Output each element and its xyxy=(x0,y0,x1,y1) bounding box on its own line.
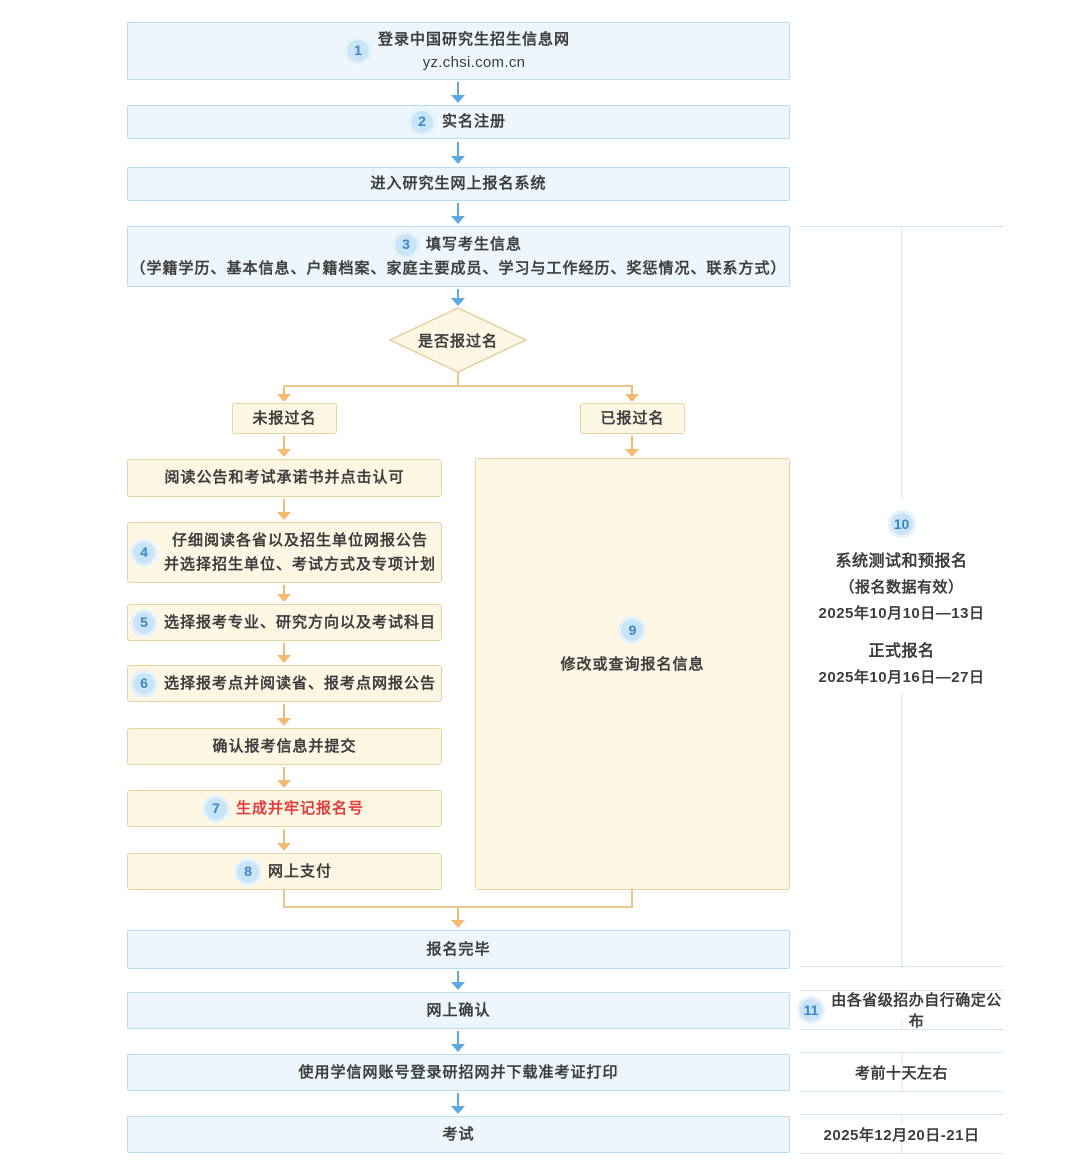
node-label: 阅读公告和考试承诺书并点击认可 xyxy=(164,469,405,487)
timeline-note-confirm: 11 由各省级招办自行确定公布 xyxy=(800,990,1003,1030)
phase-date: 2025年10月10日—13日 xyxy=(818,605,985,622)
node-label: 实名注册 xyxy=(441,113,506,131)
node-label: 修改或查询报名信息 xyxy=(560,656,705,674)
node-exam: 考试 xyxy=(127,1116,790,1153)
node-choose-major: 5 选择报考专业、研究方向以及考试科目 xyxy=(127,604,442,641)
arrow-down-icon xyxy=(277,767,291,788)
node-download-admission-ticket: 使用学信网账号登录研招网并下载准考证打印 xyxy=(127,1054,790,1091)
step-number-badge: 6 xyxy=(132,672,155,695)
branch-label: 已报过名 xyxy=(600,409,665,427)
arrow-down-icon xyxy=(277,386,291,402)
node-choose-exam-site: 6 选择报考点并阅读省、报考点网报公告 xyxy=(127,665,442,702)
node-label: 登录中国研究生招生信息网 xyxy=(377,30,570,48)
node-label: 进入研究生网上报名系统 xyxy=(370,175,547,193)
step-number-badge: 10 xyxy=(890,513,913,535)
timeline-note-ticket: 考前十天左右 xyxy=(800,1052,1003,1092)
arrow-down-icon xyxy=(277,829,291,851)
connector-line xyxy=(284,385,633,387)
node-fill-info: 3 填写考生信息 （学籍学历、基本信息、户籍档案、家庭主要成员、学习与工作经历、… xyxy=(127,226,790,287)
phase-title: 正式报名 xyxy=(868,643,935,660)
arrow-down-icon xyxy=(451,142,465,164)
branch-label: 未报过名 xyxy=(252,409,317,427)
connector-line xyxy=(283,906,633,908)
phase-note: （报名数据有效） xyxy=(839,579,964,596)
node-label-line2: 并选择招生单位、考试方式及专项计划 xyxy=(163,555,436,573)
arrow-down-icon xyxy=(277,643,291,663)
node-label-highlight: 生成并牢记报名号 xyxy=(235,799,364,817)
arrow-down-icon xyxy=(451,1093,465,1114)
step-number-badge: 7 xyxy=(204,797,227,820)
connector-line xyxy=(457,372,459,386)
note-text: 考前十天左右 xyxy=(854,1064,948,1082)
node-label: 选择报考专业、研究方向以及考试科目 xyxy=(163,613,436,631)
node-generate-number: 7 生成并牢记报名号 xyxy=(127,790,442,827)
connector-line xyxy=(631,889,633,908)
step-number-badge: 1 xyxy=(346,40,369,62)
step-number-badge: 4 xyxy=(132,541,155,564)
note-text: 由各省级招办自行确定公布 xyxy=(831,992,1002,1030)
node-login-site: 1 登录中国研究生招生信息网 yz.chsi.com.cn xyxy=(127,22,790,80)
arrow-down-icon xyxy=(277,585,291,602)
arrow-down-icon xyxy=(451,908,465,928)
node-online-payment: 8 网上支付 xyxy=(127,853,442,890)
node-label: 使用学信网账号登录研招网并下载准考证打印 xyxy=(298,1063,619,1081)
arrow-down-icon xyxy=(451,1031,465,1052)
node-modify-query-info: 9 修改或查询报名信息 xyxy=(475,458,790,890)
node-online-confirm: 网上确认 xyxy=(127,992,790,1029)
connector-line xyxy=(283,889,285,908)
arrow-down-icon xyxy=(625,436,639,457)
timeline-line xyxy=(901,227,902,500)
node-enter-system: 进入研究生网上报名系统 xyxy=(127,167,790,201)
node-label: 网上支付 xyxy=(267,862,332,880)
node-label: 填写考生信息 xyxy=(425,236,522,254)
node-label: 确认报考信息并提交 xyxy=(212,737,357,755)
arrow-down-icon xyxy=(451,203,465,224)
arrow-down-icon xyxy=(625,386,639,402)
node-real-name-register: 2 实名注册 xyxy=(127,105,790,139)
arrow-down-icon xyxy=(451,82,465,103)
phase-date: 2025年10月16日—27日 xyxy=(818,669,985,686)
step-number-badge: 8 xyxy=(236,860,259,883)
decision-label: 是否报过名 xyxy=(417,332,498,350)
arrow-down-icon xyxy=(277,499,291,520)
node-label-line1: 仔细阅读各省以及招生单位网报公告 xyxy=(171,532,428,550)
node-read-announcements: 4 仔细阅读各省以及招生单位网报公告 并选择招生单位、考试方式及专项计划 xyxy=(127,522,442,583)
arrow-down-icon xyxy=(277,704,291,726)
node-label: 网上确认 xyxy=(426,1001,491,1019)
branch-registered: 已报过名 xyxy=(580,403,685,434)
site-url: yz.chsi.com.cn xyxy=(422,54,526,71)
arrow-down-icon xyxy=(277,436,291,457)
step-number-badge: 3 xyxy=(394,233,417,256)
node-label: 考试 xyxy=(442,1125,475,1143)
node-registration-done: 报名完毕 xyxy=(127,930,790,969)
phase-title: 系统测试和预报名 xyxy=(835,553,968,570)
step-number-badge: 2 xyxy=(410,111,433,133)
arrow-down-icon xyxy=(451,971,465,990)
timeline-note-exam-date: 2025年12月20日-21日 xyxy=(800,1114,1003,1154)
step-number-badge: 9 xyxy=(621,619,644,642)
decision-registered-before: 是否报过名 xyxy=(388,307,528,373)
node-label: 报名完毕 xyxy=(426,940,491,958)
timeline-phase-registration: 10 系统测试和预报名 （报名数据有效） 2025年10月10日—13日 正式报… xyxy=(800,226,1003,968)
node-label: 选择报考点并阅读省、报考点网报公告 xyxy=(163,674,436,692)
note-text: 2025年12月20日-21日 xyxy=(823,1126,980,1144)
branch-not-registered: 未报过名 xyxy=(232,403,337,434)
timeline-phase-content: 10 系统测试和预报名 （报名数据有效） 2025年10月10日—13日 正式报… xyxy=(800,513,1003,691)
node-sublabel: （学籍学历、基本信息、户籍档案、家庭主要成员、学习与工作经历、奖惩情况、联系方式… xyxy=(130,259,787,277)
node-read-notice: 阅读公告和考试承诺书并点击认可 xyxy=(127,459,442,497)
step-number-badge: 11 xyxy=(800,999,822,1021)
arrow-down-icon xyxy=(451,289,465,306)
timeline-line xyxy=(901,693,902,968)
step-number-badge: 5 xyxy=(132,611,155,634)
node-confirm-submit: 确认报考信息并提交 xyxy=(127,728,442,765)
